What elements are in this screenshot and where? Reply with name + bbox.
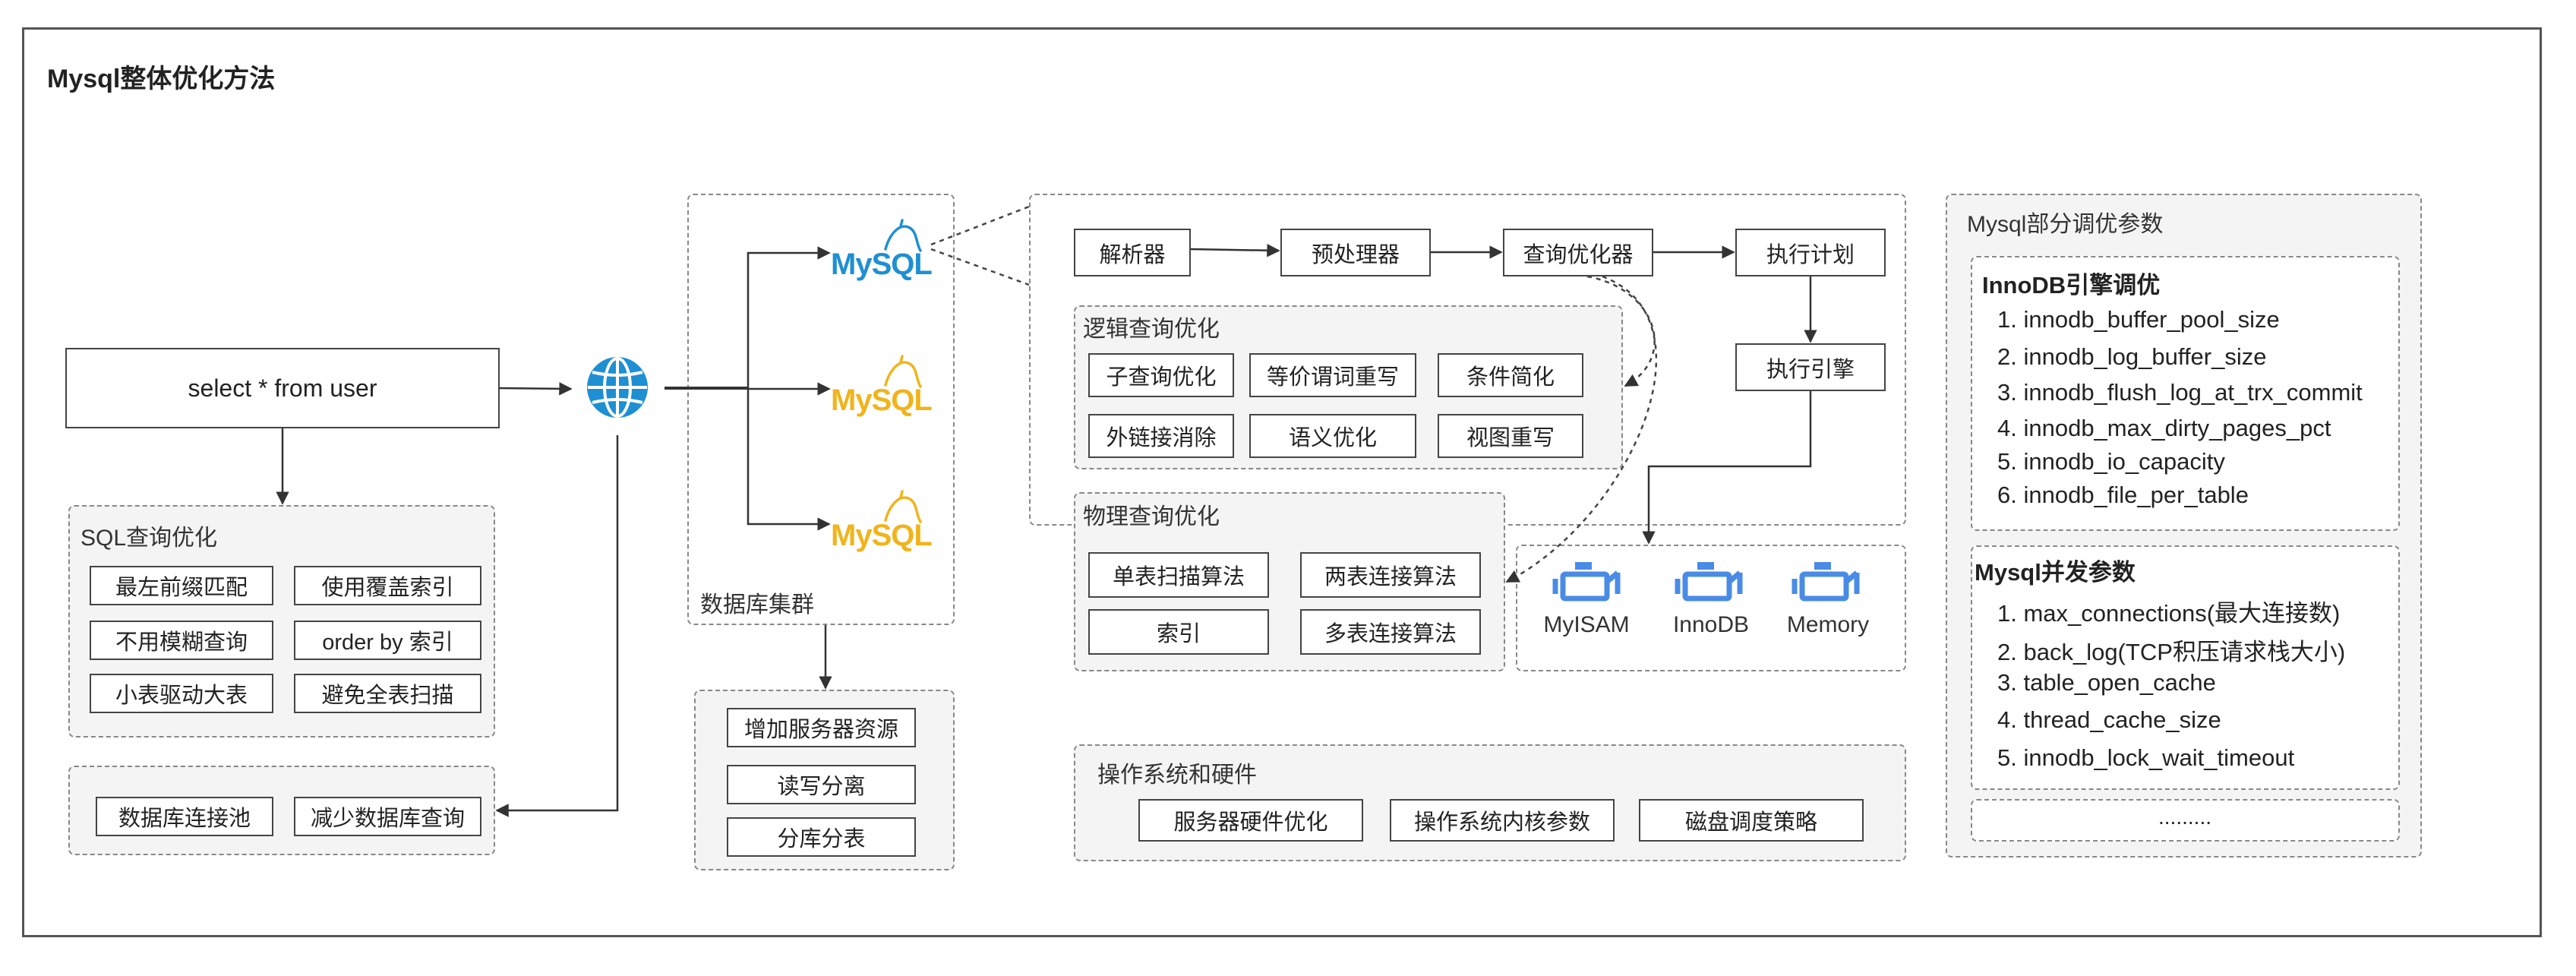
more-params-group (1971, 799, 2400, 842)
concurrency-param-3: 3. table_open_cache (1997, 669, 2216, 696)
conn-item-pool: 数据库连接池 (96, 797, 273, 836)
pipeline-plan: 执行计划 (1735, 229, 1886, 276)
physical-item-1: 单表扫描算法 (1088, 552, 1269, 598)
logical-optimization-label: 逻辑查询优化 (1083, 317, 1220, 342)
os-item-hardware: 服务器硬件优化 (1138, 799, 1363, 842)
more-params: ......... (2158, 805, 2212, 829)
innodb-param-3: 3. innodb_flush_log_at_trx_commit (1997, 379, 2363, 406)
diagram-frame (22, 27, 2542, 937)
query-box: select * from user (65, 348, 500, 428)
logical-item-6: 视图重写 (1438, 414, 1583, 458)
os-item-kernel: 操作系统内核参数 (1390, 799, 1615, 842)
sql-optimization-label: SQL查询优化 (80, 526, 218, 551)
sql-opt-item-3: 不用模糊查询 (90, 621, 273, 660)
concurrency-param-2: 2. back_log(TCP积压请求栈大小) (1997, 639, 2346, 665)
logical-item-2: 等价谓词重写 (1249, 353, 1416, 397)
innodb-param-6: 6. innodb_file_per_table (1997, 482, 2249, 508)
pipeline-parser: 解析器 (1074, 229, 1191, 276)
pipeline-engine: 执行引擎 (1735, 343, 1886, 391)
sql-opt-item-6: 避免全表扫描 (294, 674, 481, 713)
concurrency-params-title: Mysql并发参数 (1975, 559, 2136, 586)
sql-opt-item-4: order by 索引 (294, 621, 481, 660)
logical-item-3: 条件简化 (1438, 353, 1583, 397)
concurrency-params-group (1971, 545, 2400, 790)
engine-label-innodb: InnoDB (1672, 612, 1750, 637)
logical-item-4: 外链接消除 (1088, 414, 1234, 458)
engine-label-myisam: MyISAM (1543, 612, 1630, 637)
innodb-params-group (1971, 256, 2400, 531)
sql-opt-item-5: 小表驱动大表 (90, 674, 273, 713)
diagram-title: Mysql整体优化方法 (47, 65, 276, 93)
os-hardware-label: 操作系统和硬件 (1097, 763, 1257, 788)
cluster-label: 数据库集群 (700, 592, 814, 618)
logical-item-1: 子查询优化 (1088, 353, 1234, 397)
mysql-logo-primary: MySQL (831, 248, 933, 281)
innodb-param-1: 1. innodb_buffer_pool_size (1997, 306, 2280, 333)
scale-item-resources: 增加服务器资源 (727, 708, 916, 747)
storage-engine-group (1516, 545, 1906, 671)
innodb-param-5: 5. innodb_io_capacity (1997, 448, 2225, 475)
concurrency-param-4: 4. thread_cache_size (1997, 706, 2221, 733)
mysql-logo-replica-2: MySQL (831, 519, 933, 552)
concurrency-param-1: 1. max_connections(最大连接数) (1997, 600, 2341, 627)
innodb-param-4: 4. innodb_max_dirty_pages_pct (1997, 415, 2331, 441)
os-item-disk: 磁盘调度策略 (1639, 799, 1864, 842)
conn-item-reduce: 减少数据库查询 (294, 797, 481, 836)
scale-item-rw-split: 读写分离 (727, 765, 916, 804)
sql-opt-item-2: 使用覆盖索引 (294, 566, 481, 605)
scale-item-sharding: 分库分表 (727, 817, 916, 857)
physical-item-4: 多表连接算法 (1300, 609, 1481, 655)
physical-item-3: 索引 (1088, 609, 1269, 655)
mysql-logo-replica-1: MySQL (831, 384, 933, 417)
sql-opt-item-1: 最左前缀匹配 (90, 566, 273, 605)
physical-item-2: 两表连接算法 (1300, 552, 1481, 598)
params-label: Mysql部分调优参数 (1967, 212, 2164, 237)
pipeline-optimizer: 查询优化器 (1503, 229, 1653, 276)
pipeline-preprocessor: 预处理器 (1280, 229, 1431, 276)
physical-optimization-label: 物理查询优化 (1083, 504, 1220, 529)
logical-item-5: 语义优化 (1249, 414, 1416, 458)
innodb-param-2: 2. innodb_log_buffer_size (1997, 343, 2267, 370)
concurrency-param-5: 5. innodb_lock_wait_timeout (1997, 744, 2295, 771)
engine-label-memory: Memory (1786, 612, 1870, 637)
innodb-params-title: InnoDB引擎调优 (1982, 272, 2161, 298)
